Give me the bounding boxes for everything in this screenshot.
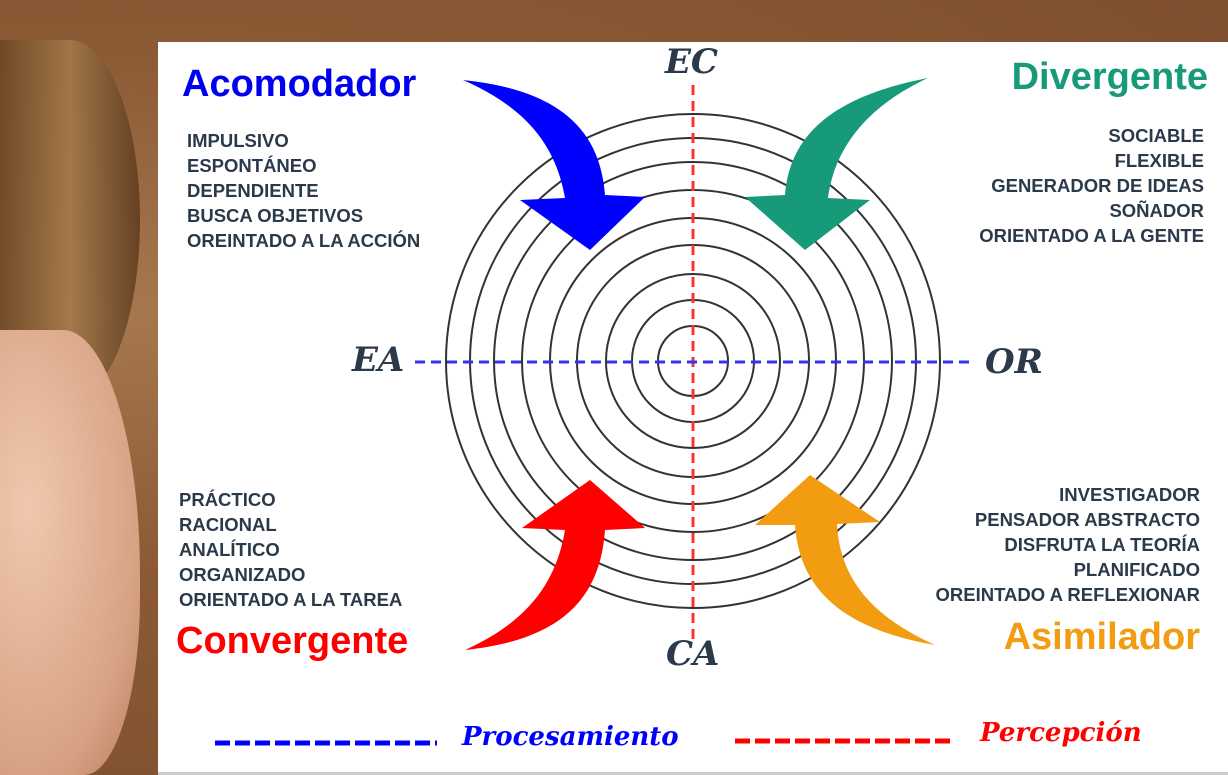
photo-face <box>0 330 140 775</box>
trait: GENERADOR DE IDEAS <box>991 175 1204 196</box>
divider <box>158 772 1228 775</box>
trait: ANALÍTICO <box>179 539 280 560</box>
divergente-traits: SOCIABLE FLEXIBLE GENERADOR DE IDEAS SOÑ… <box>979 123 1204 248</box>
asimilador-arrow <box>755 475 935 645</box>
trait: PENSADOR ABSTRACTO <box>974 509 1200 530</box>
divergente-arrow <box>745 78 928 250</box>
trait: PRÁCTICO <box>179 489 276 510</box>
trait: ORIENTADO A LA GENTE <box>979 225 1204 246</box>
trait: INVESTIGADOR <box>1059 484 1200 505</box>
asimilador-title: Asimilador <box>1003 616 1200 658</box>
trait: OREINTADO A LA ACCIÓN <box>187 230 421 251</box>
trait: SOCIABLE <box>1108 125 1204 146</box>
trait: RACIONAL <box>179 514 277 535</box>
acomodador-traits: IMPULSIVO ESPONTÁNEO DEPENDIENTE BUSCA O… <box>187 128 420 253</box>
legend-perception: Percepción <box>980 718 1142 748</box>
convergente-title: Convergente <box>176 620 409 662</box>
ring <box>605 273 781 449</box>
axis-label-or: OR <box>985 342 1043 382</box>
trait: FLEXIBLE <box>1114 150 1204 171</box>
acomodador-arrow <box>463 80 645 250</box>
ring <box>445 113 941 609</box>
asimilador-traits: INVESTIGADOR PENSADOR ABSTRACTO DISFRUTA… <box>936 482 1200 607</box>
axis-label-ea: EA <box>352 340 405 380</box>
trait: PLANIFICADO <box>1073 559 1200 580</box>
trait: ESPONTÁNEO <box>187 155 317 176</box>
trait: DEPENDIENTE <box>187 180 319 201</box>
ring <box>493 161 893 561</box>
legend-processing: Procesamiento <box>462 722 679 752</box>
axis-label-ec: EC <box>665 42 718 82</box>
trait: OREINTADO A REFLEXIONAR <box>935 584 1200 605</box>
divergente-title: Divergente <box>1011 56 1208 98</box>
trait: ORGANIZADO <box>179 564 306 585</box>
trait: DISFRUTA LA TEORÍA <box>1004 534 1200 555</box>
trait: IMPULSIVO <box>187 130 289 151</box>
acomodador-title: Acomodador <box>182 63 417 105</box>
trait: SOÑADOR <box>1109 200 1204 221</box>
trait: ORIENTADO A LA TAREA <box>179 589 403 610</box>
trait: BUSCA OBJETIVOS <box>187 205 364 226</box>
convergente-arrow <box>465 480 645 650</box>
convergente-traits: PRÁCTICO RACIONAL ANALÍTICO ORGANIZADO O… <box>179 487 402 612</box>
axis-label-ca: CA <box>666 634 720 674</box>
